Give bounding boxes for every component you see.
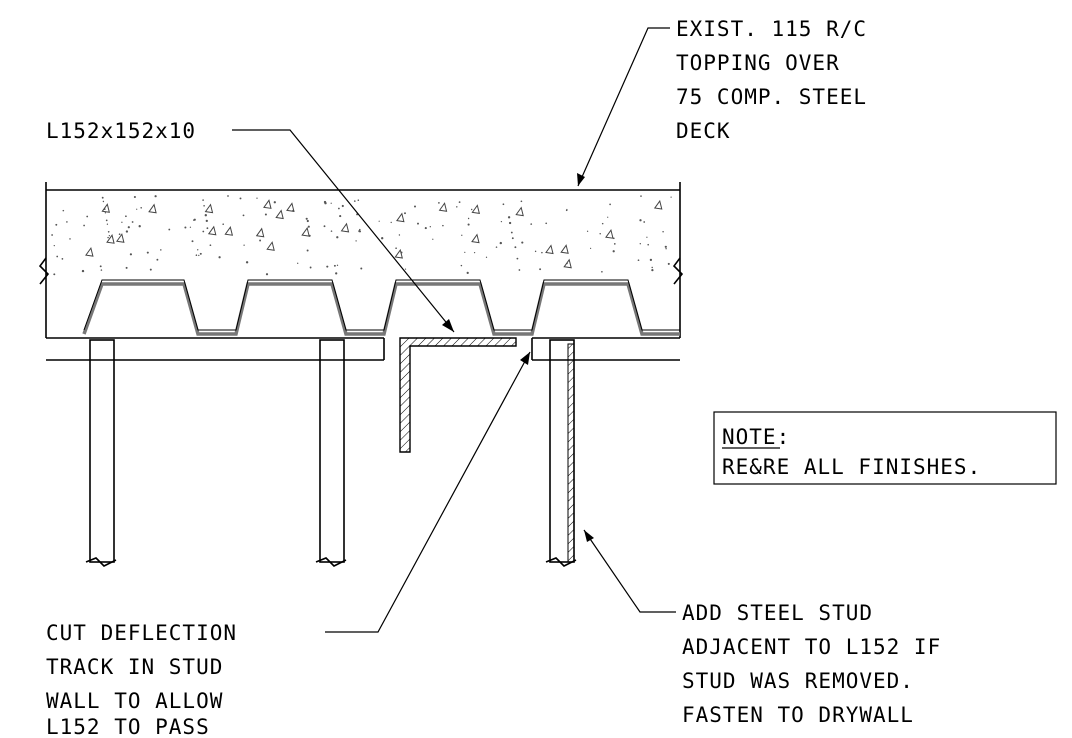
label-track: CUT DEFLECTION TRACK IN STUD WALL TO ALL… <box>46 621 237 738</box>
label-track-line-3: WALL TO ALLOW <box>46 689 223 713</box>
label-stud-line-3: STUD WAS REMOVED. <box>682 669 914 693</box>
existing-stud-left <box>85 339 117 567</box>
note-heading: NOTE: <box>722 425 790 449</box>
note-body: RE&RE ALL FINISHES. <box>722 455 981 479</box>
concrete-slab <box>38 182 684 338</box>
label-topping-line-1: EXIST. 115 R/C <box>676 17 867 41</box>
leader-lines <box>232 27 676 633</box>
label-stud: ADD STEEL STUD ADJACENT TO L152 IF STUD … <box>682 601 941 727</box>
label-topping-line-3: 75 COMP. STEEL <box>676 85 867 109</box>
deflection-track <box>46 337 680 361</box>
label-track-line-4: L152 TO PASS <box>46 715 210 738</box>
label-stud-line-2: ADJACENT TO L152 IF <box>682 635 941 659</box>
label-stud-line-4: FASTEN TO DRYWALL <box>682 703 914 727</box>
new-steel-stud <box>545 339 577 567</box>
label-track-line-1: CUT DEFLECTION <box>46 621 237 645</box>
note-box: NOTE: RE&RE ALL FINISHES. <box>713 411 1057 485</box>
label-track-line-2: TRACK IN STUD <box>46 655 223 679</box>
label-topping-line-4: DECK <box>676 119 731 143</box>
label-stud-line-1: ADD STEEL STUD <box>682 601 873 625</box>
label-angle: L152x152x10 <box>46 119 196 143</box>
steel-deck-profile <box>82 279 680 336</box>
steel-angle-l152 <box>399 337 517 453</box>
label-topping-line-2: TOPPING OVER <box>676 51 840 75</box>
existing-stud-middle <box>315 339 347 567</box>
label-topping: EXIST. 115 R/C TOPPING OVER 75 COMP. STE… <box>676 17 867 143</box>
